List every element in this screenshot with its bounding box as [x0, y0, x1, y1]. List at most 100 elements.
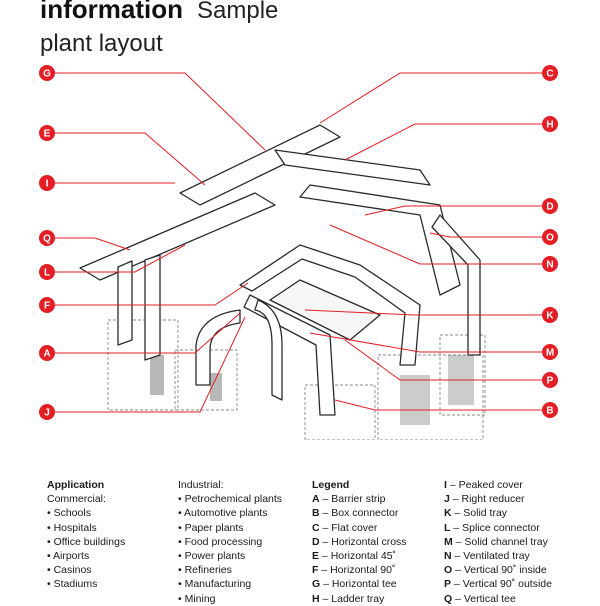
callout-b-label: B	[546, 406, 553, 417]
legend-item: J – Right reducer	[444, 492, 552, 506]
tray-vertical-left	[117, 260, 133, 346]
application-heading: Application	[47, 479, 105, 491]
legend-item: A – Barrier strip	[312, 492, 407, 506]
callout-m-circle	[542, 344, 558, 360]
legend-item: E – Horizontal 45˚	[312, 549, 407, 563]
leader-a	[47, 312, 241, 354]
callout-g-circle	[39, 65, 55, 81]
legend-key: C	[312, 521, 320, 534]
legend-text: – Barrier strip	[319, 493, 386, 506]
legend-key: K	[444, 507, 452, 520]
legend-key: H	[312, 592, 320, 605]
callout-p-circle	[542, 372, 558, 388]
legend-text: – Right reducer	[449, 493, 525, 506]
legend-item: L – Splice connector	[444, 521, 552, 535]
legend-left: Legend A – Barrier strip B – Box connect…	[312, 478, 407, 606]
legend-text: – Splice connector	[450, 521, 540, 534]
callout-h-circle	[542, 116, 558, 132]
vent	[210, 373, 222, 401]
list-item: • Power plants	[178, 550, 246, 563]
legend-text: – Horizontal 45˚	[319, 550, 397, 563]
tray-center-loop	[239, 244, 421, 366]
leader-p	[344, 339, 550, 381]
callout-d: D	[542, 198, 558, 214]
leader-q	[47, 237, 131, 251]
leader-d	[364, 205, 550, 216]
list-item: • Hospitals	[47, 521, 97, 534]
callout-d-label: D	[546, 202, 553, 213]
legend-key: N	[444, 550, 452, 563]
callout-f-label: F	[44, 301, 50, 312]
callout-o-circle	[542, 229, 558, 245]
legend-key: Q	[444, 592, 453, 605]
callout-b-circle	[542, 402, 558, 418]
callout-markers: G E I Q L F A J C H D O N K M P B	[39, 65, 558, 420]
legend-text: – Solid channel tray	[452, 535, 548, 548]
legend-text: – Flat cover	[319, 521, 378, 534]
legend-item: D – Horizontal cross	[312, 535, 407, 549]
leader-o	[429, 232, 550, 238]
legend-item: B – Box connector	[312, 506, 407, 520]
legend-text: – Horizontal cross	[319, 535, 407, 548]
callout-j-label: J	[44, 408, 50, 419]
industrial-label: Industrial:	[178, 479, 224, 491]
callout-h: H	[542, 116, 558, 132]
list-item: • Airports	[47, 550, 90, 563]
leader-h	[344, 123, 550, 161]
legend-key: G	[312, 578, 321, 591]
leader-j	[47, 316, 246, 413]
legend-right: I – Peaked cover J – Right reducer K – S…	[444, 478, 552, 606]
callout-o: O	[542, 229, 558, 245]
legend-key: I	[444, 479, 447, 491]
callout-a: A	[39, 345, 55, 361]
callout-q-label: Q	[43, 234, 51, 245]
callout-q-circle	[39, 230, 55, 246]
list-item: • Automotive plants	[178, 507, 268, 520]
legend-text: – Vertical 90˚ outside	[451, 578, 552, 591]
callout-l-label: L	[44, 268, 50, 279]
legend-key: O	[444, 564, 453, 577]
callout-p: P	[542, 372, 558, 388]
legend-heading: Legend	[312, 479, 350, 491]
legend-key: M	[444, 535, 453, 548]
callout-c-label: C	[546, 69, 553, 80]
list-item: • Food processing	[178, 535, 263, 548]
legend-text: – Ladder tray	[319, 592, 385, 605]
cable-tray-diagram: G E I Q L F A J C H D O N K M P B	[39, 65, 558, 440]
callout-f: F	[39, 297, 55, 313]
legend-item: K – Solid tray	[444, 506, 552, 520]
commercial-label: Commercial:	[47, 493, 106, 506]
legend-key: D	[312, 535, 320, 548]
title-light: Sample	[197, 0, 279, 24]
legend-text: – Solid tray	[451, 507, 508, 520]
callout-l: L	[39, 264, 55, 280]
callout-d-circle	[542, 198, 558, 214]
vent	[150, 355, 164, 395]
list-item: • Refineries	[178, 564, 232, 577]
callout-a-label: A	[43, 349, 50, 360]
legend-text: – Box connector	[319, 507, 399, 520]
leader-k	[304, 309, 550, 316]
list-item: • Mining	[178, 592, 216, 605]
legend-item: O – Vertical 90˚ inside	[444, 563, 552, 577]
legend-key: P	[444, 578, 452, 591]
legend-key: L	[444, 521, 451, 534]
list-item: • Casinos	[47, 564, 92, 577]
callout-l-circle	[39, 264, 55, 280]
leader-b	[334, 399, 550, 411]
trays	[79, 124, 481, 416]
callout-f-circle	[39, 297, 55, 313]
tray-vertical-center-left	[144, 254, 161, 361]
legend-text: – Vertical tee	[452, 592, 516, 605]
legend-item: M – Solid channel tray	[444, 535, 552, 549]
tray-right-run	[299, 184, 461, 296]
callout-j-circle	[39, 404, 55, 420]
callout-k-circle	[542, 307, 558, 323]
leader-c	[319, 72, 550, 124]
legend-item: C – Flat cover	[312, 521, 407, 535]
callout-e-label: E	[44, 129, 51, 140]
leader-g	[47, 72, 266, 151]
callout-c-circle	[542, 65, 558, 81]
tray-arch-2	[254, 299, 283, 401]
